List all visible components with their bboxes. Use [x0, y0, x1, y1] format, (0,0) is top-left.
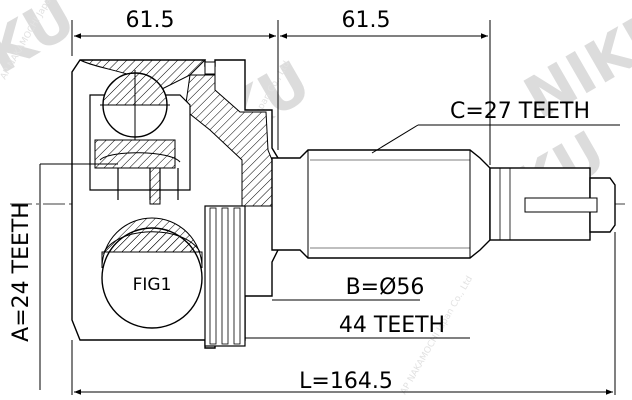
dim-a-teeth: A=24 TEETH	[9, 202, 34, 342]
dim-top-right: 61.5	[342, 8, 391, 33]
leader-lines	[40, 124, 620, 339]
abs-ring	[204, 205, 246, 347]
dim-length: L=164.5	[299, 369, 393, 394]
stub-shaft	[271, 149, 616, 259]
dim-top-left: 61.5	[126, 8, 175, 33]
dim-abs-teeth: 44 TEETH	[339, 313, 445, 338]
lower-ball	[101, 217, 203, 329]
top-dimensions	[71, 20, 491, 165]
figure-label: FIG1	[133, 275, 172, 295]
upper-ball	[100, 70, 170, 140]
dim-c-teeth: C=27 TEETH	[450, 99, 590, 124]
length-dimension	[71, 232, 616, 395]
dim-b-diameter: B=Ø56	[346, 275, 425, 300]
